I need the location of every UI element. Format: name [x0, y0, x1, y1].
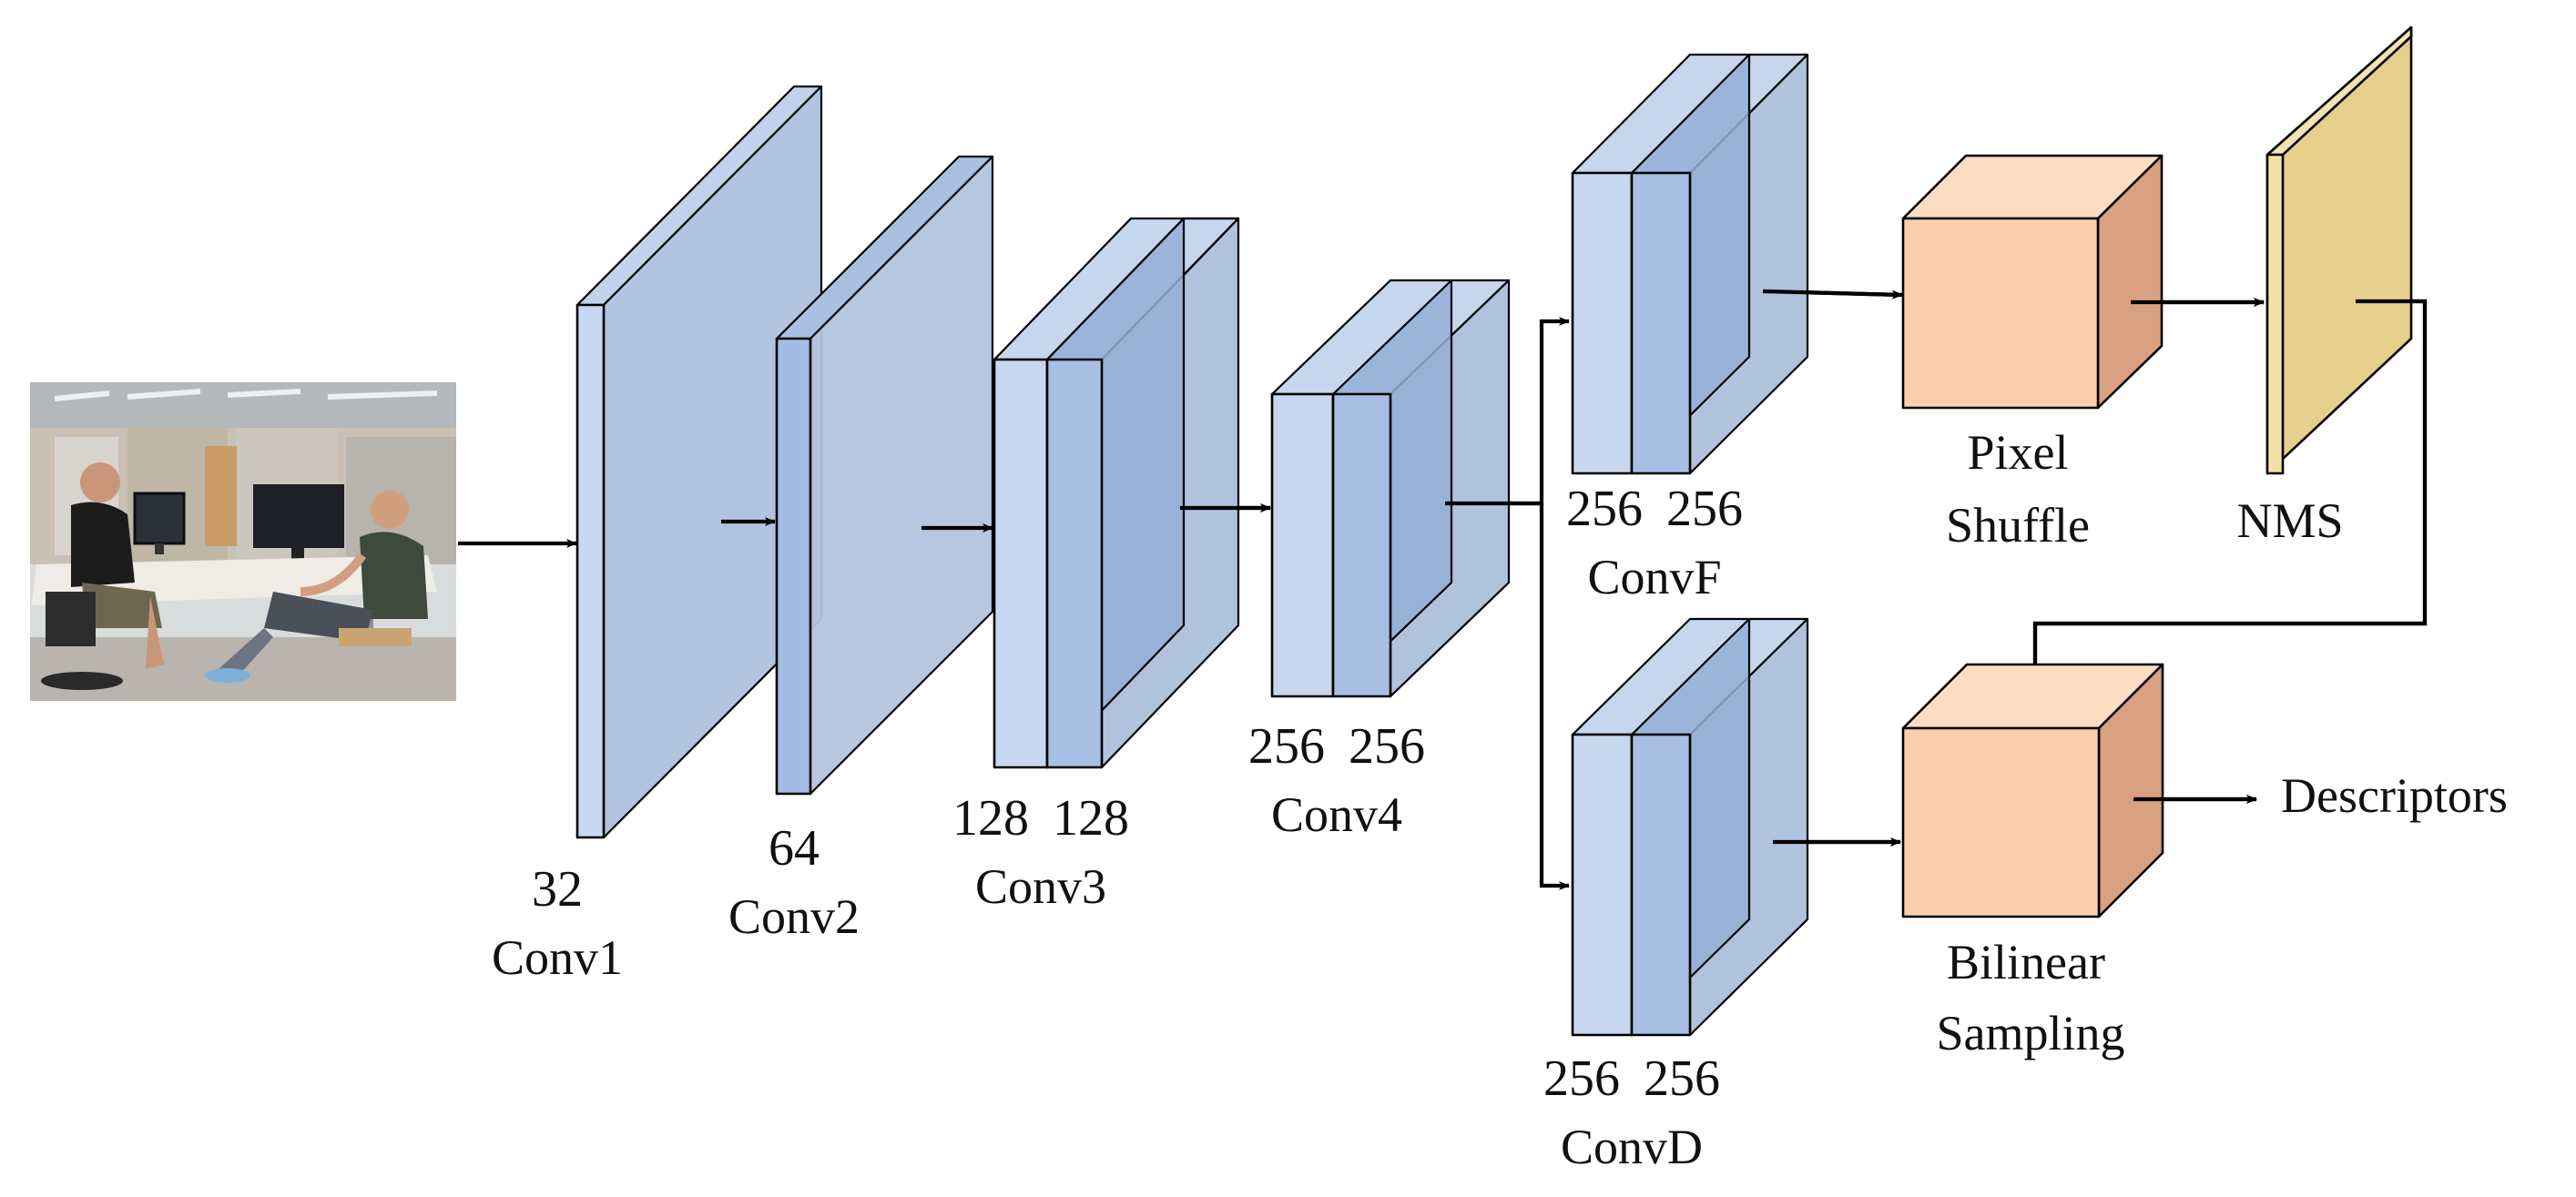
- labels: 32 Conv1 64 Conv2 128 128 Conv3 256 256 …: [492, 425, 2508, 1174]
- conv4-channels-a: 256: [1248, 718, 1325, 775]
- conv3-channels-a: 128: [952, 790, 1029, 847]
- input-image: [30, 382, 456, 701]
- convF-name: ConvF: [1587, 550, 1721, 604]
- conv2-channels: 64: [769, 820, 820, 877]
- bilinear-label-line2: Sampling: [1936, 1006, 2124, 1060]
- nms-plane: [2031, 25, 2428, 705]
- conv1-block: [575, 85, 823, 839]
- descriptors-label: Descriptors: [2281, 768, 2508, 823]
- convF-channels-a: 256: [1566, 481, 1643, 537]
- conv2-name: Conv2: [728, 889, 860, 944]
- conv4-block: [1270, 279, 1542, 698]
- convD-block: [1571, 617, 1901, 1037]
- pixel-shuffle-label-line1: Pixel: [1967, 425, 2068, 480]
- arrow-conv4-convD: [1539, 503, 1570, 890]
- pixel-shuffle-label-line2: Shuffle: [1946, 498, 2090, 553]
- convF-channels-b: 256: [1666, 481, 1743, 537]
- conv3-block: [993, 217, 1271, 769]
- bilinear-label-line1: Bilinear: [1947, 935, 2105, 989]
- conv1-channels: 32: [532, 861, 583, 918]
- conv1-name: Conv1: [492, 930, 623, 985]
- nms-label: NMS: [2236, 493, 2343, 548]
- pixel-shuffle-cube: [1901, 154, 2265, 410]
- conv4-channels-b: 256: [1349, 718, 1425, 775]
- conv4-name: Conv4: [1271, 787, 1402, 842]
- conv3-name: Conv3: [975, 859, 1106, 914]
- conv2-block: [775, 155, 994, 796]
- convD-channels-b: 256: [1644, 1050, 1720, 1107]
- conv3-channels-b: 128: [1053, 790, 1129, 847]
- convD-channels-a: 256: [1543, 1050, 1620, 1107]
- convD-name: ConvD: [1561, 1120, 1703, 1174]
- bilinear-sampling-cube: [1901, 663, 2257, 918]
- convF-block: [1571, 53, 1903, 475]
